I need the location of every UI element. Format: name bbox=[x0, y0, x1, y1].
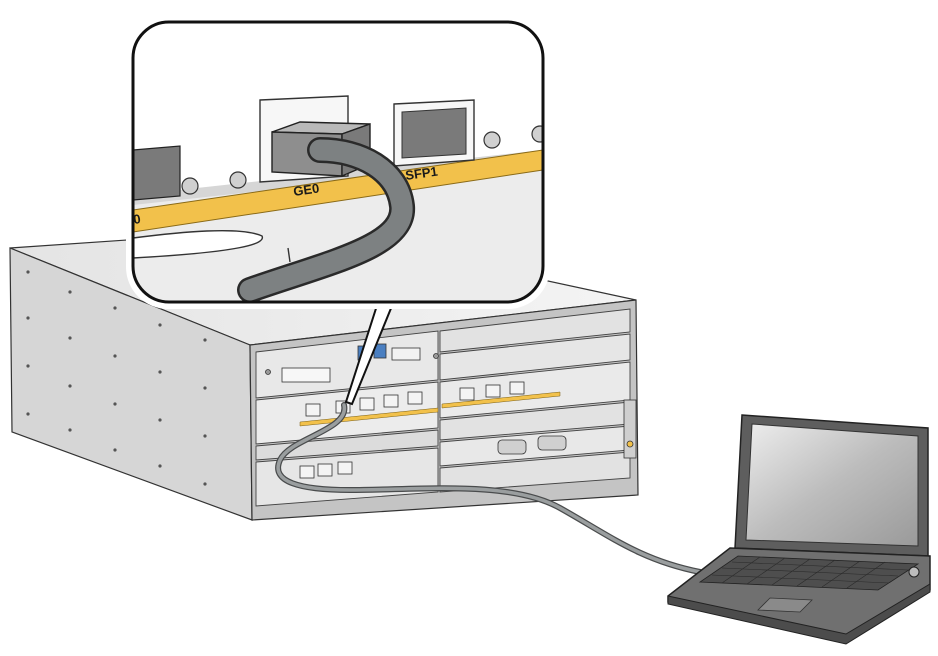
right-side-panel bbox=[623, 399, 637, 459]
port-label-sfp1: SFP1 bbox=[404, 164, 438, 183]
callout-led-4 bbox=[531, 125, 543, 143]
module-right-6 bbox=[439, 451, 631, 493]
callout-led-2 bbox=[229, 171, 247, 189]
laptop-screen bbox=[745, 423, 919, 547]
laptop bbox=[667, 414, 931, 645]
port-label-ge0: GE0 bbox=[292, 180, 320, 198]
callout-led-1 bbox=[181, 177, 199, 195]
laptop-keys bbox=[711, 556, 909, 589]
laptop-base-front bbox=[667, 583, 931, 645]
callout-label-strip bbox=[133, 149, 543, 233]
callout-zoom: GE0 SFP1 0 bbox=[126, 15, 550, 406]
chassis-side-screws bbox=[26, 270, 207, 486]
module-right-1 bbox=[439, 308, 631, 353]
callout-port-left bbox=[133, 145, 181, 201]
laptop-keyboard bbox=[698, 555, 920, 591]
lower-card-ports bbox=[299, 461, 353, 479]
module-empty-slot-a bbox=[255, 429, 439, 461]
laptop-power-button bbox=[908, 566, 920, 578]
serial-connectors bbox=[497, 435, 567, 455]
callout-border bbox=[131, 20, 545, 304]
router-chassis bbox=[9, 227, 639, 521]
port-label-partial: 0 bbox=[132, 211, 141, 227]
callout-cable-fill bbox=[239, 139, 413, 301]
module-right-2 bbox=[439, 333, 631, 381]
callout-ribbon bbox=[133, 229, 264, 259]
laptop-touchpad bbox=[757, 597, 813, 613]
console-cable-highlight bbox=[276, 403, 702, 574]
callout-led-3 bbox=[483, 131, 501, 149]
